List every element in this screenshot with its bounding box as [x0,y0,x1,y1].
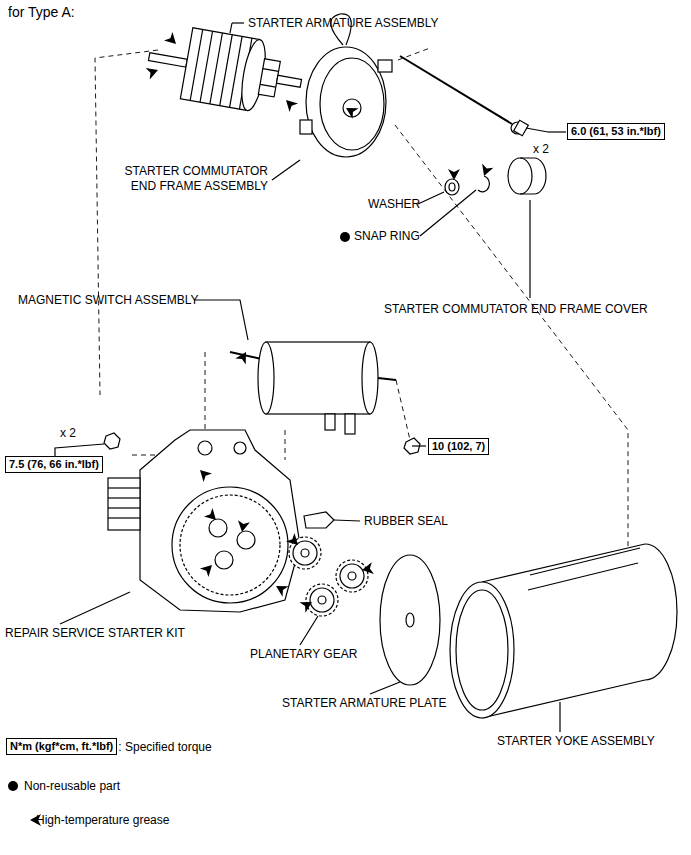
part-label: RUBBER SEAL [364,514,448,529]
non-reusable-mark [8,781,18,791]
legend-text: : Specified torque [118,740,211,755]
part-label: STARTER ARMATURE PLATE [282,696,446,711]
part-label: WASHER [368,197,420,212]
legend-text: Non-reusable part [24,779,120,794]
part-label: STARTER YOKE ASSEMBLY [497,734,655,749]
part-label: x 2 [533,142,549,157]
part-label: REPAIR SERVICE STARTER KIT [5,626,185,641]
torque-box: N*m (kgf*cm, ft.*lbf) [6,738,117,755]
part-label: x 2 [60,426,76,441]
grease-arrows [30,32,493,826]
torque-value: 10 (102, 7) [432,440,485,452]
part-label: SNAP RING [354,229,420,244]
part-label: STARTER COMMUTATOR END FRAME ASSEMBLY [118,164,268,194]
part-label: STARTER COMMUTATOR END FRAME COVER [384,302,648,317]
non-reusable-mark [340,232,350,242]
diagram-title: for Type A: [8,4,75,21]
part-label: PLANETARY GEAR [250,647,357,662]
torque-value: 7.5 (76, 66 in.*lbf) [9,458,99,470]
torque-box: 7.5 (76, 66 in.*lbf) [5,456,103,473]
part-label: STARTER ARMATURE ASSEMBLY [248,16,439,31]
torque-value: N*m (kgf*cm, ft.*lbf) [10,740,113,752]
torque-box: 6.0 (61, 53 in.*lbf) [567,123,665,140]
torque-box: 10 (102, 7) [428,438,489,455]
part-label: MAGNETIC SWITCH ASSEMBLY [18,293,198,308]
legend-text: High-temperature grease [36,813,169,828]
torque-value: 6.0 (61, 53 in.*lbf) [571,125,661,137]
